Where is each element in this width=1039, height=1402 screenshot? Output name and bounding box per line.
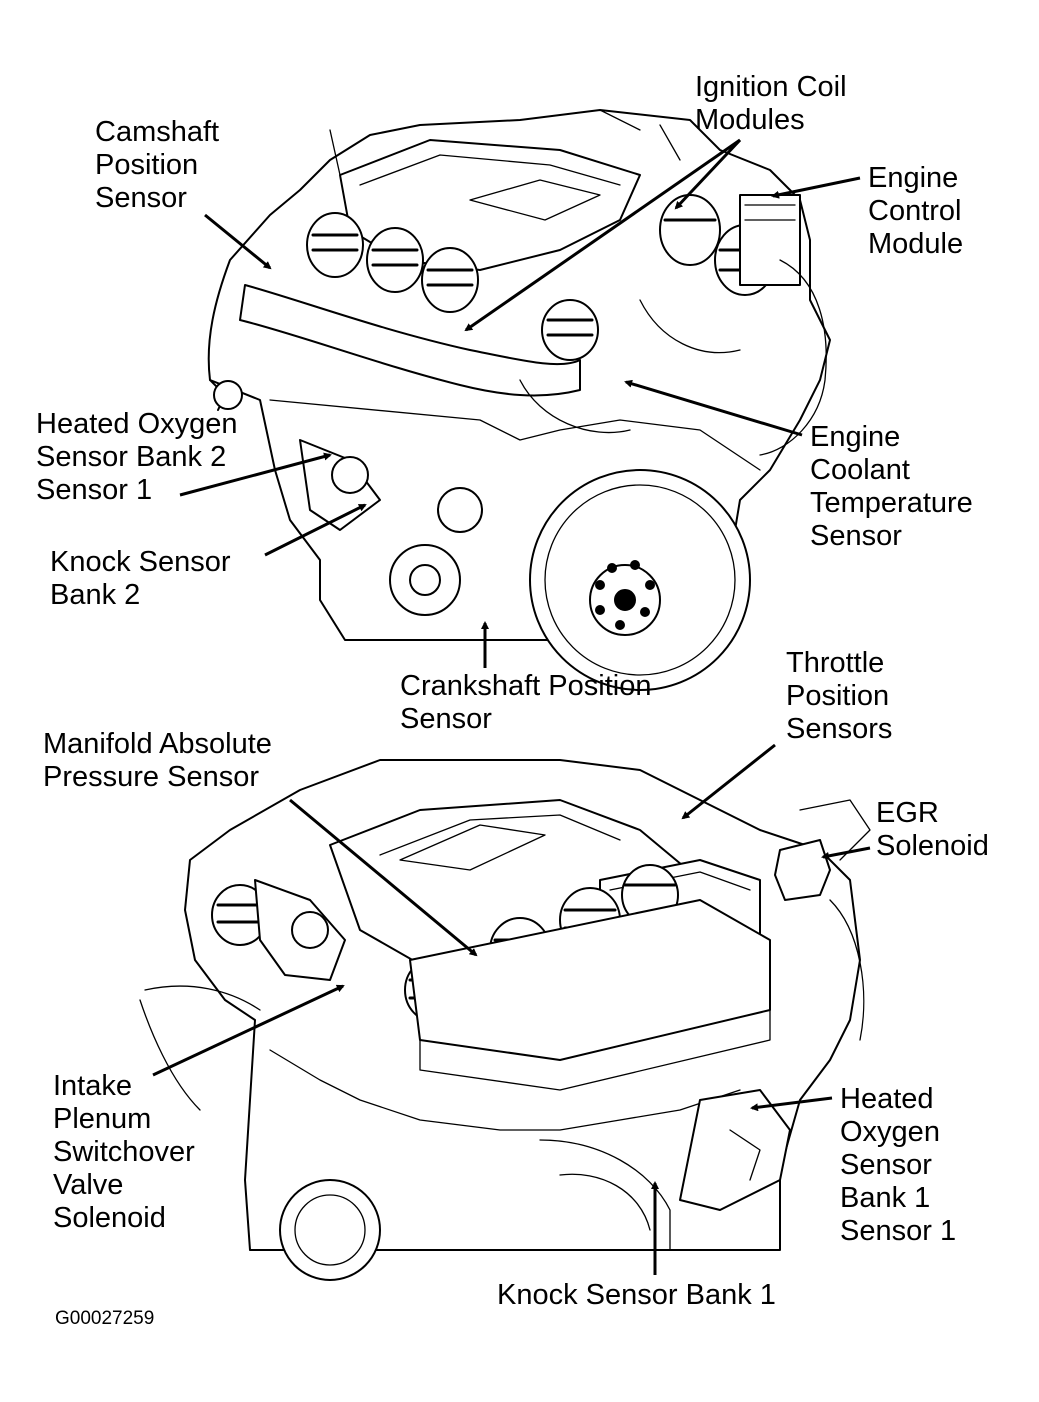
bottom-engine-illustration bbox=[139, 759, 871, 1281]
leader-ignition-1 bbox=[464, 138, 741, 332]
leader-camshaft bbox=[204, 213, 272, 270]
leader-egr bbox=[821, 846, 871, 860]
leader-ho2s-b1 bbox=[750, 1096, 833, 1112]
leader-intake bbox=[152, 984, 345, 1077]
figure-id: G00027259 bbox=[55, 1308, 155, 1329]
leader-tps bbox=[681, 743, 776, 820]
leader-map bbox=[289, 798, 478, 957]
label-knock-sensor-bank1: Knock Sensor Bank 1 bbox=[497, 1279, 776, 1311]
leader-ecm bbox=[771, 176, 861, 199]
top-engine-illustration bbox=[207, 109, 831, 691]
leader-lines bbox=[152, 138, 871, 1275]
leader-ho2s-b2 bbox=[179, 452, 332, 497]
leader-ect bbox=[624, 379, 803, 437]
leader-ignition-2 bbox=[674, 138, 742, 210]
leader-knock-b2 bbox=[264, 503, 367, 557]
